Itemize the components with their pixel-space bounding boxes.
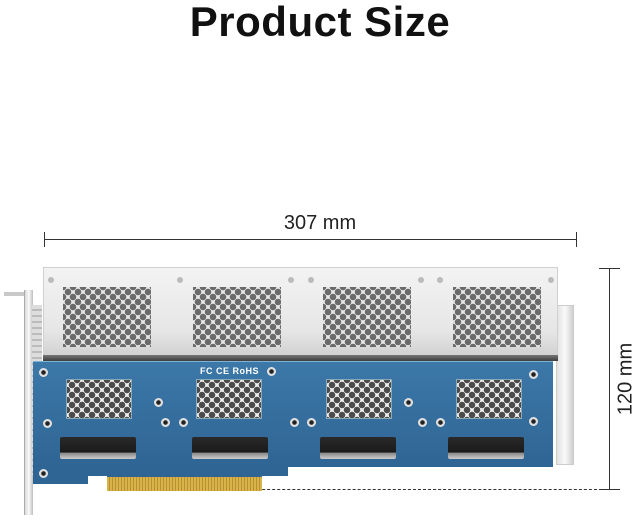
screw-icon	[179, 418, 188, 427]
heatsink-hole	[48, 277, 54, 283]
screw-icon	[529, 417, 538, 426]
certification-marks: FC CE RoHS	[200, 366, 259, 376]
heatsink-hole	[548, 277, 554, 283]
height-dimension-line	[599, 268, 620, 490]
page-title: Product Size	[189, 0, 451, 45]
m2-connector	[320, 437, 396, 459]
screw-icon	[161, 418, 170, 427]
bracket-tab	[4, 292, 32, 296]
screw-icon	[43, 419, 52, 428]
pcb-board-lower	[88, 466, 288, 476]
m2-connector	[448, 437, 524, 459]
width-dimension-line	[44, 232, 577, 247]
pcb-vent	[326, 379, 392, 419]
screw-icon	[404, 398, 413, 407]
side-rail	[556, 305, 574, 465]
heatsink-vent	[453, 287, 541, 347]
height-dimension-label: 120 mm	[614, 342, 637, 416]
screw-icon	[418, 418, 427, 427]
screw-icon	[154, 398, 163, 407]
dimension-tick	[599, 268, 620, 269]
pcie-gold-fingers	[107, 476, 262, 491]
dimension-tick	[576, 232, 577, 247]
screw-icon	[529, 370, 538, 379]
screw-icon	[290, 418, 299, 427]
screw-icon	[39, 469, 48, 478]
dimension-tick	[44, 232, 45, 247]
heatsink-hole	[437, 277, 443, 283]
pcb-vent	[66, 379, 132, 419]
baseline-dashed-line	[237, 489, 612, 490]
pcb-vent	[456, 379, 522, 419]
heatsink-hole	[418, 277, 424, 283]
m2-connector	[60, 437, 136, 459]
screw-icon	[436, 418, 445, 427]
heatsink-vent	[193, 287, 281, 347]
heatsink-hole	[288, 277, 294, 283]
pcb-vent	[196, 379, 262, 419]
screw-icon	[307, 418, 316, 427]
pcie-bracket	[24, 290, 33, 515]
heatsink-vent	[323, 287, 411, 347]
heatsink-hole	[308, 277, 314, 283]
m2-connector	[192, 437, 268, 459]
screw-icon	[39, 368, 48, 377]
heatsink-vent	[63, 287, 151, 347]
heatsink-edge	[43, 355, 558, 361]
width-dimension-label: 307 mm	[283, 212, 357, 234]
heatsink-hole	[177, 277, 183, 283]
screw-icon	[267, 367, 276, 376]
